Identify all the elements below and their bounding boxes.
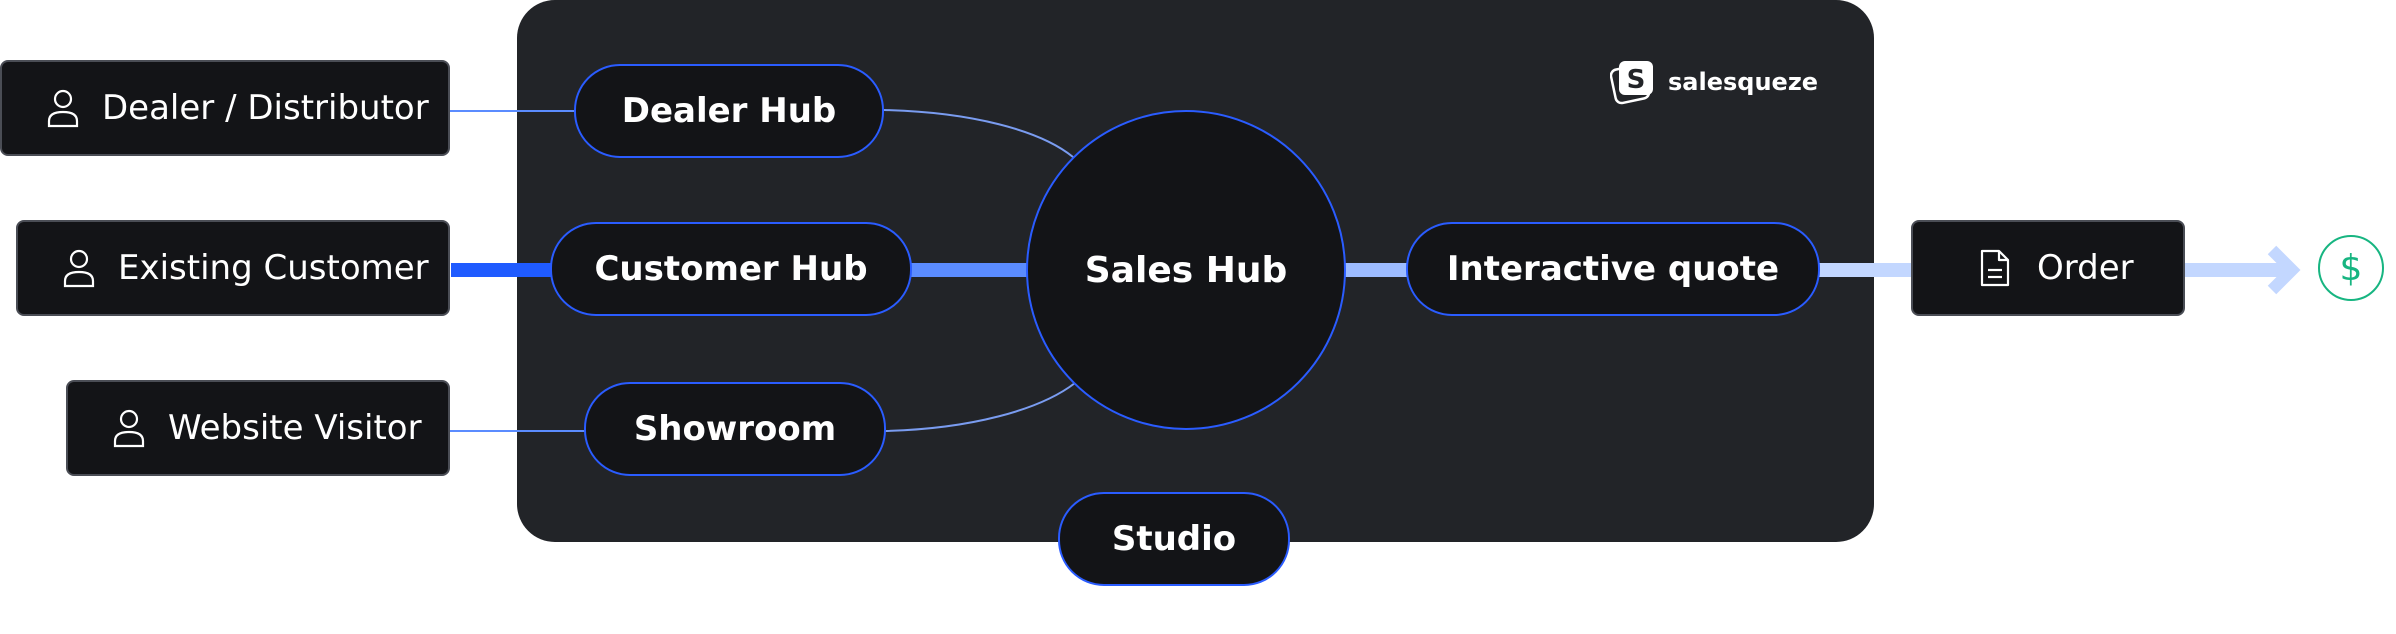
node-studio: Studio [1058, 492, 1290, 586]
logo-letter: S [1627, 65, 1646, 95]
source-dealer-distributor: Dealer / Distributor [0, 60, 450, 156]
source-website-visitor: Website Visitor [66, 380, 450, 476]
node-dealer-hub: Dealer Hub [574, 64, 884, 158]
source-label: Existing Customer [118, 248, 429, 288]
user-icon [46, 88, 80, 128]
node-interactive-quote: Interactive quote [1406, 222, 1820, 316]
node-customer-hub: Customer Hub [550, 222, 912, 316]
brand-logo: S salesqueze [1609, 56, 1819, 108]
source-label: Dealer / Distributor [102, 88, 429, 128]
source-label: Website Visitor [168, 408, 422, 448]
arrowhead-to-payment [2267, 245, 2301, 295]
salesqueze-logo-icon: S [1609, 59, 1656, 105]
dollar-icon: $ [2318, 235, 2384, 301]
node-sales-hub: Sales Hub [1026, 110, 1346, 430]
user-icon [62, 248, 96, 288]
source-existing-customer: Existing Customer [16, 220, 450, 316]
document-icon [1979, 248, 2011, 288]
order-label: Order [2037, 248, 2134, 288]
curve-showroom-to-sales-hub-inner [883, 382, 1076, 432]
user-icon [112, 408, 146, 448]
brand-name: salesqueze [1668, 68, 1819, 96]
node-order: Order [1911, 220, 2185, 316]
node-showroom: Showroom [584, 382, 886, 476]
dollar-glyph: $ [2339, 247, 2363, 289]
curve-dealer-hub-to-sales-hub-inner [883, 109, 1074, 158]
